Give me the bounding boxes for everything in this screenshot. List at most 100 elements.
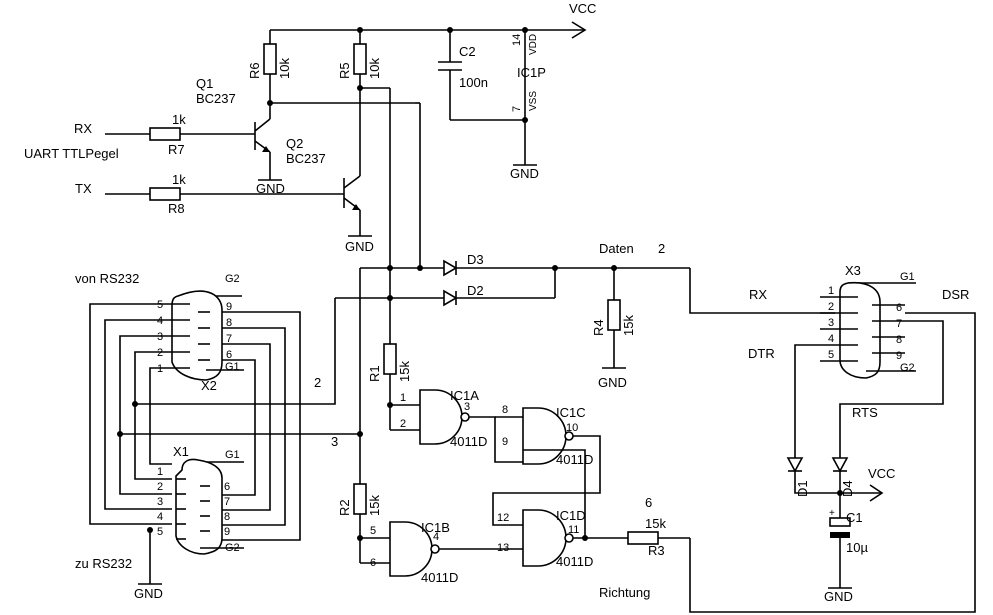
x2-pin-3: 3 (157, 331, 163, 343)
c1-plus: + (829, 508, 835, 519)
r5-resistor (353, 30, 367, 91)
dtr-label: DTR (748, 346, 775, 361)
ic1d-ref: IC1D (556, 508, 586, 523)
ic1b-gate (360, 521, 523, 577)
x1-ref: X1 (173, 444, 189, 459)
c1-gnd-label: GND (824, 589, 853, 604)
richtung-label: Richtung (599, 585, 650, 600)
c1-value: 10µ (846, 540, 868, 555)
daten-wire (689, 268, 835, 314)
x3-pin-8: 8 (896, 334, 902, 346)
r4-gnd-label: GND (598, 375, 627, 390)
r3-resistor (627, 312, 976, 613)
x1-pin-3: 3 (157, 496, 163, 508)
ic1d-pin13: 13 (497, 542, 509, 554)
q1-type: BC237 (196, 91, 236, 106)
x2-connector (171, 290, 244, 381)
x2-pin-4: 4 (157, 315, 163, 327)
ic1a-pin2: 2 (400, 418, 406, 430)
c2-value: 100n (459, 75, 488, 90)
uart-caption: UART TTLPegel (24, 146, 119, 161)
ic1c-pin9: 9 (502, 436, 508, 448)
zu-rs232-label: zu RS232 (75, 556, 132, 571)
wire-vertical-420 (415, 102, 423, 271)
d1-ref: D1 (795, 480, 810, 497)
q2-gnd-label: GND (345, 239, 374, 254)
ic1c-ref: IC1C (556, 405, 586, 420)
x2-pin-1: 1 (157, 363, 163, 375)
ic1c-pin8: 8 (502, 404, 508, 416)
ic1b-pin6: 6 (370, 557, 376, 569)
r4-resistor (602, 265, 626, 369)
x3-pin-7: 7 (896, 318, 902, 330)
d3-diode (360, 259, 690, 277)
x3-pin-4: 4 (828, 333, 834, 345)
wire-vertical-390 (360, 87, 393, 330)
x1-pin-5: 5 (157, 526, 163, 538)
r1-ref: R1 (367, 365, 382, 382)
x1-pin-8: 8 (224, 511, 230, 523)
ic1a-pin1: 1 (400, 392, 406, 404)
ic1p-pin14: 14 (511, 34, 523, 46)
r6-value: 10k (277, 58, 292, 79)
q2-type: BC237 (286, 151, 326, 166)
r4-value: 15k (621, 315, 636, 336)
r5-value: 10k (367, 58, 382, 79)
daten-net-number: 2 (658, 241, 665, 256)
x1-pin-7: 7 (224, 496, 230, 508)
x3-shield-bottom: G2 (900, 362, 915, 374)
x1-shield-top: G1 (225, 449, 240, 461)
r2-ref: R2 (337, 499, 352, 516)
r8-ref: R8 (168, 201, 185, 216)
ic1a-pin3: 3 (464, 401, 470, 413)
r8-value: 1k (172, 172, 186, 187)
ic1b-pin4: 4 (433, 531, 439, 543)
ic1b-ref: IC1B (421, 520, 450, 535)
c1-capacitor (828, 517, 852, 589)
r2-resistor (353, 470, 367, 563)
ic1d-gate (522, 449, 628, 567)
ic1p-ref: IC1P (517, 65, 546, 80)
c1-ref: C1 (846, 510, 863, 525)
richtung-net-number: 6 (645, 495, 652, 510)
ic1d-pin12: 12 (497, 512, 509, 524)
x1-pin-6: 6 (224, 481, 230, 493)
ic1a-ref: IC1A (450, 388, 479, 403)
x1-shield-bottom: G2 (225, 542, 240, 554)
von-rs232-label: von RS232 (75, 271, 139, 286)
x3-rx-label: RX (749, 287, 767, 302)
x1-gnd-label: GND (134, 586, 163, 601)
ic1p-vdd: VDD (528, 34, 539, 55)
r1-value: 15k (397, 361, 412, 382)
r7-resistor (105, 127, 255, 141)
x3-connector (820, 281, 916, 379)
d2-ref: D2 (467, 283, 484, 298)
ic1p-gnd-label: GND (510, 166, 539, 181)
x2-pin-6: 6 (226, 349, 232, 361)
vcc-right-label: VCC (868, 466, 895, 481)
tx-label: TX (75, 181, 92, 196)
q2-ref: Q2 (286, 136, 303, 151)
x2-shield-top: G2 (225, 273, 240, 285)
ic1c-type: 4011D (556, 452, 593, 467)
r7-value: 1k (172, 112, 186, 127)
r8-resistor (105, 187, 344, 201)
x3-pin-5: 5 (828, 349, 834, 361)
r6-ref: R6 (247, 62, 262, 79)
c2-capacitor (438, 30, 537, 166)
rts-label: RTS (852, 405, 878, 420)
dsr-label: DSR (942, 287, 969, 302)
x3-pin-6: 6 (896, 302, 902, 314)
x1-pin-2: 2 (157, 481, 163, 493)
x3-pin-9: 9 (896, 350, 902, 362)
r3-ref: R3 (648, 543, 665, 558)
r7-ref: R7 (168, 142, 185, 157)
q1-transistor (254, 102, 415, 181)
c2-ref: C2 (459, 44, 476, 59)
daten-label: Daten (599, 241, 634, 256)
ic1d-pin11: 11 (568, 524, 579, 536)
q2-transistor (343, 88, 372, 237)
ic1c-pin10: 10 (566, 422, 578, 434)
ic1d-type: 4011D (556, 554, 593, 569)
